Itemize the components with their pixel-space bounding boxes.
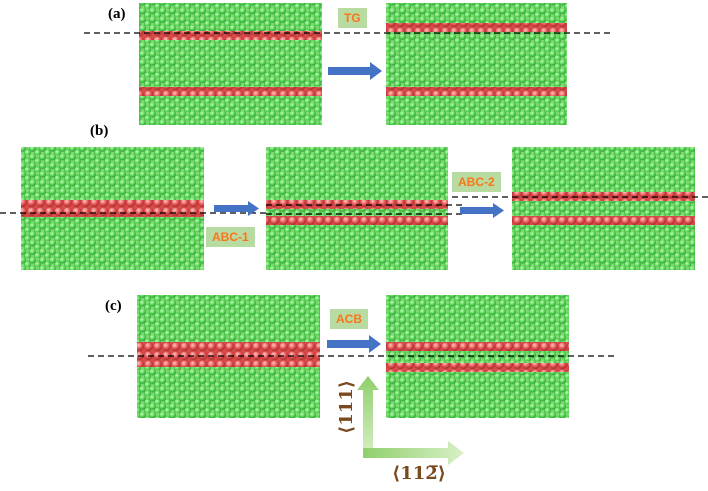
tag-acb: ACB: [330, 309, 368, 329]
atom-block-b-3: [512, 147, 695, 270]
fault-row-b-1-top: [21, 200, 204, 209]
axis-label-111: ⟨111⟩: [336, 379, 357, 434]
tag-abc-2: ABC-2: [452, 172, 501, 192]
fault-row-b-2-bottom: [266, 216, 448, 225]
fault-row-a-left-bottom: [139, 87, 322, 96]
transition-arrow-c: [327, 335, 381, 353]
atom-block-a-right: [386, 3, 567, 125]
fault-row-c-left-1: [137, 342, 320, 351]
tag-tg: TG: [338, 8, 367, 28]
crystal-axes: [357, 376, 464, 465]
fault-row-b-3-bottom: [512, 216, 695, 225]
fault-row-a-right-bottom: [386, 87, 567, 96]
axis-arrow-horizontal: [363, 441, 464, 465]
panel-label-b: (b): [90, 123, 109, 139]
fault-row-a-right-top: [386, 23, 567, 32]
transition-arrow-b-1: [214, 201, 259, 216]
tag-abc-1: ABC-1: [206, 227, 255, 247]
fault-row-c-left-3: [137, 358, 320, 367]
axis-arrow-vertical: [357, 376, 379, 458]
panel-b: [0, 147, 708, 270]
fault-row-c-left-2: [137, 350, 320, 359]
fault-row-c-right-bottom: [386, 363, 569, 372]
panel-c: [88, 295, 618, 465]
panel-label-a: (a): [108, 6, 126, 22]
panel-a: [84, 3, 612, 125]
fault-row-c-right-top: [386, 342, 569, 351]
transition-arrow-a: [328, 62, 382, 80]
atom-block-a-left: [139, 3, 322, 125]
fault-row-a-left-top: [139, 31, 322, 40]
transition-arrow-b-2: [460, 203, 504, 218]
axis-label-112bar: ⟨112̅⟩: [392, 463, 447, 484]
panel-label-c: (c): [105, 298, 122, 314]
